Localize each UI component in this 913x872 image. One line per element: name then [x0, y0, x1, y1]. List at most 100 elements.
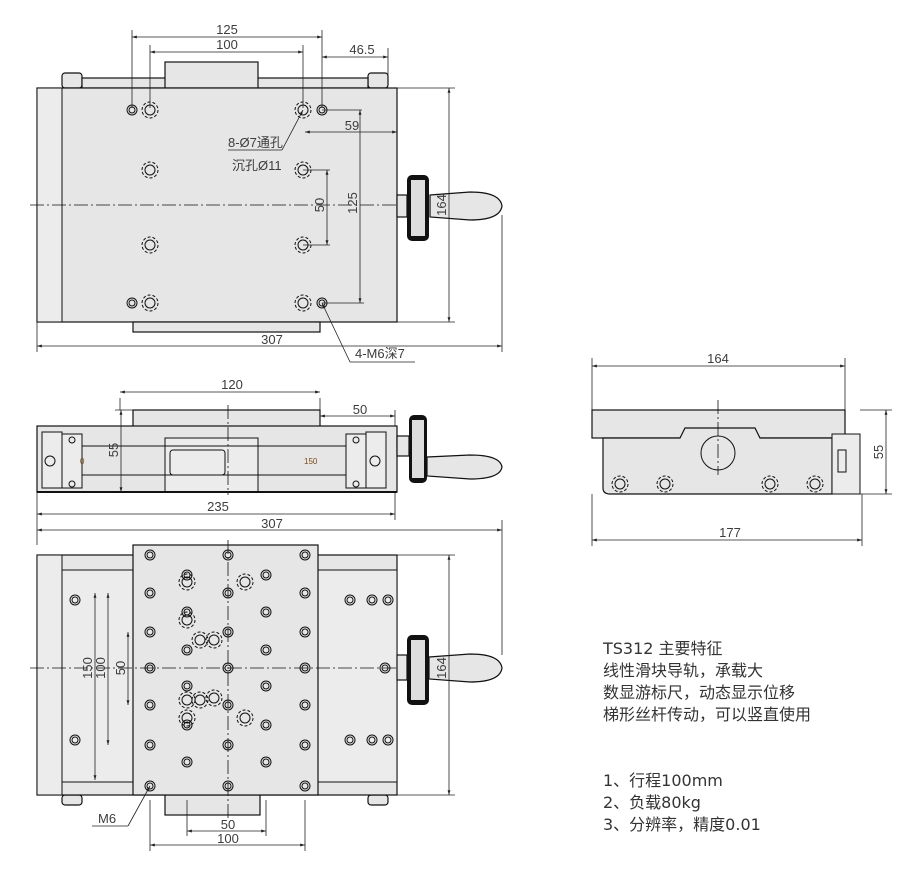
- hole: [181, 569, 193, 581]
- hole-inner: [262, 571, 270, 579]
- hole-inner: [144, 164, 156, 176]
- hole-inner: [208, 692, 220, 704]
- hole: [294, 294, 312, 312]
- hole-inner: [301, 551, 309, 559]
- dim-50-vertical: 50: [113, 661, 128, 675]
- hole: [144, 662, 156, 674]
- dim-100-vertical: 100: [93, 657, 108, 679]
- hole: [205, 631, 223, 649]
- hole: [178, 709, 196, 727]
- hole: [299, 662, 311, 674]
- hole-inner: [181, 712, 193, 724]
- dim-177: 177: [719, 525, 741, 540]
- scale-mark-0: 0: [80, 457, 85, 466]
- hole: [299, 699, 311, 711]
- hole-inner: [144, 239, 156, 251]
- hole: [69, 594, 81, 606]
- hole: [366, 594, 378, 606]
- dim-307: 307: [261, 332, 283, 347]
- hole: [181, 719, 193, 731]
- hole: [299, 739, 311, 751]
- hole-inner: [301, 741, 309, 749]
- bottom-view: 307 164 150 100 50 50 1: [30, 516, 503, 851]
- hole: [126, 297, 138, 309]
- hole: [144, 549, 156, 561]
- hole: [260, 719, 272, 731]
- hole: [299, 780, 311, 792]
- hole-inner: [71, 596, 79, 604]
- hole: [299, 549, 311, 561]
- hole: [141, 161, 159, 179]
- hole: [144, 780, 156, 792]
- feature-line: 数显游标尺，动态显示位移: [603, 683, 796, 702]
- hole-inner: [128, 299, 136, 307]
- hole: [379, 662, 391, 674]
- hole-inner: [262, 758, 270, 766]
- hole: [69, 734, 81, 746]
- hole-inner: [224, 741, 232, 749]
- hole-inner: [224, 701, 232, 709]
- dim-120: 120: [221, 377, 243, 392]
- hole-inner: [301, 782, 309, 790]
- dim-125: 125: [216, 22, 238, 37]
- hole-inner: [262, 721, 270, 729]
- handwheel-bottom: [396, 635, 503, 705]
- spec-line: 1、行程100mm: [603, 771, 723, 790]
- hole: [761, 475, 779, 493]
- hole-inner: [384, 736, 392, 744]
- hole-inner: [346, 736, 354, 744]
- dim-164-end: 164: [707, 351, 729, 366]
- hole-inner: [239, 576, 251, 588]
- hole-inner: [144, 297, 156, 309]
- hole-inner: [224, 664, 232, 672]
- dim-150: 150: [80, 657, 95, 679]
- hole: [236, 573, 254, 591]
- hole-inner: [146, 589, 154, 597]
- dim-125-vertical: 125: [345, 192, 360, 214]
- hole: [178, 611, 196, 629]
- hole: [236, 709, 254, 727]
- hole-inner: [614, 478, 626, 490]
- hole-inner: [224, 628, 232, 636]
- hole: [222, 587, 234, 599]
- hole-inner: [301, 589, 309, 597]
- dim-235: 235: [207, 499, 229, 514]
- dim-55-end: 55: [871, 445, 886, 459]
- dim-50: 50: [312, 198, 327, 212]
- hole: [222, 662, 234, 674]
- hole-inner: [224, 551, 232, 559]
- tapped-hole-label: 4-M6深7: [355, 346, 405, 361]
- features-panel: TS312 主要特征 线性滑块导轨，承载大 数显游标尺，动态显示位移 梯形丝杆传…: [603, 638, 811, 836]
- hole-inner: [146, 664, 154, 672]
- hole-inner: [181, 694, 193, 706]
- hole: [144, 739, 156, 751]
- hole: [144, 699, 156, 711]
- hole-inner: [368, 596, 376, 604]
- hole: [366, 734, 378, 746]
- scale-mark-150: 150: [304, 457, 318, 466]
- hole-inner: [224, 782, 232, 790]
- hole: [181, 680, 193, 692]
- hole: [181, 756, 193, 768]
- feature-line: 线性滑块导轨，承载大: [603, 661, 764, 680]
- hole: [806, 475, 824, 493]
- hole-inner: [301, 664, 309, 672]
- hole: [181, 606, 193, 618]
- hole: [260, 756, 272, 768]
- dim-55-side: 55: [106, 443, 121, 457]
- m6-label: M6: [98, 811, 116, 826]
- dim-50-side: 50: [353, 402, 367, 417]
- hole-inner: [181, 614, 193, 626]
- hole-inner: [262, 646, 270, 654]
- feature-line: 梯形丝杆传动，可以竖直使用: [603, 705, 812, 724]
- hole-inner: [146, 741, 154, 749]
- hole-inner: [181, 576, 193, 588]
- hole-inner: [183, 758, 191, 766]
- hole: [191, 691, 209, 709]
- hole: [611, 475, 629, 493]
- hole-inner: [146, 628, 154, 636]
- end-view: 164 55 177: [591, 351, 892, 546]
- hole: [260, 606, 272, 618]
- hole: [222, 549, 234, 561]
